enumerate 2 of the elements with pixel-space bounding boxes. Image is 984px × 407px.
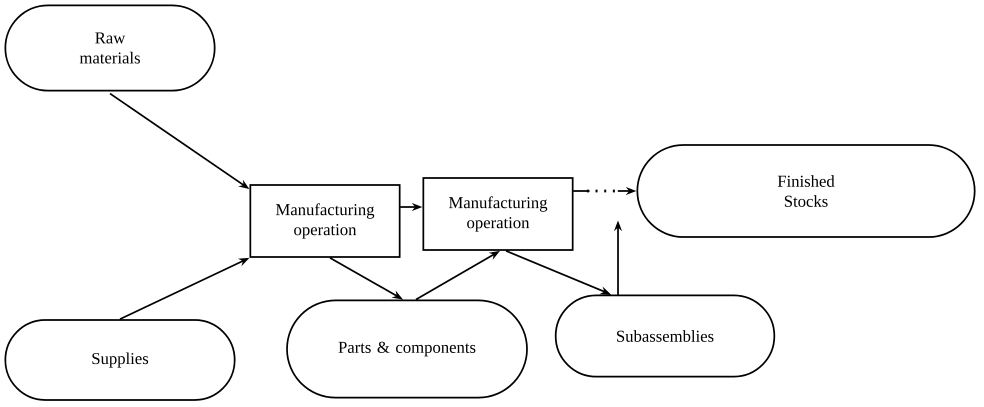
process-box: Manufacturing operation xyxy=(422,177,574,251)
process-box: Manufacturing operation xyxy=(249,184,401,258)
